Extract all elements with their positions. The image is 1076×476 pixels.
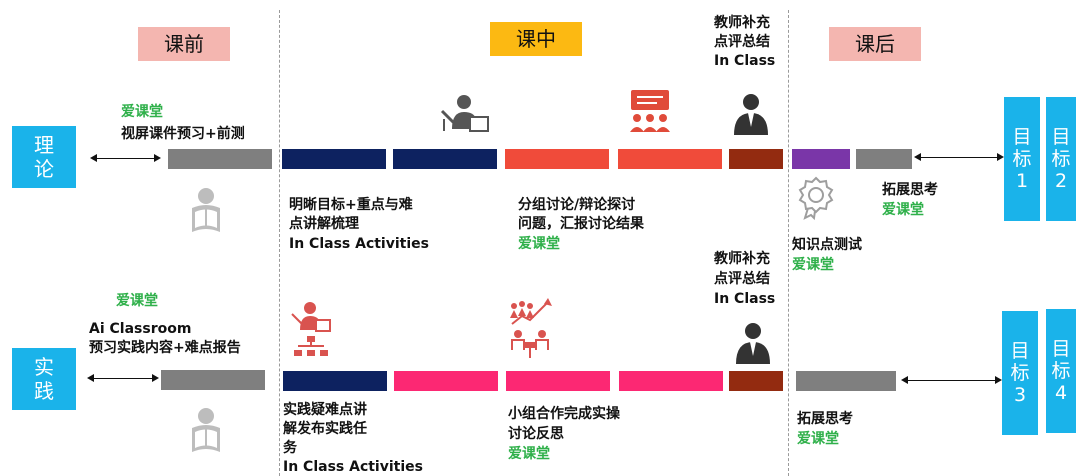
theory-lecture-line-3: In Class Activities xyxy=(289,236,429,252)
theory-expand-platform: 爱课堂 xyxy=(882,202,924,218)
practice-group-line-2: 讨论反思 xyxy=(508,426,564,442)
practice-pre-line-1: Ai Classroom xyxy=(89,321,192,337)
goal-4-char-1: 目 xyxy=(1051,338,1071,360)
theory-expand-text: 拓展思考 xyxy=(882,182,938,198)
teacher-org-chart-icon xyxy=(291,302,331,356)
practice-side-label: 实践 xyxy=(12,348,76,410)
practice-teacher-line-1: 教师补充 xyxy=(714,251,770,267)
phase-after-class: 课后 xyxy=(829,27,921,61)
teacher-icon xyxy=(736,323,770,364)
reading-person-icon xyxy=(192,188,220,232)
practice-bar-preview xyxy=(161,370,265,390)
theory-side-text: 理论 xyxy=(34,133,54,181)
theory-teacher-line-2: 点评总结 xyxy=(714,34,770,50)
practice-teacher-line-2: 点评总结 xyxy=(714,271,770,287)
practice-expand-text: 拓展思考 xyxy=(797,411,853,427)
theory-bar-preview xyxy=(168,149,272,169)
practice-bar-group-2 xyxy=(506,371,610,391)
goal-1-char-2: 标 xyxy=(1012,148,1032,170)
theory-quiz-platform: 爱课堂 xyxy=(792,257,834,273)
goal-4: 目 标 4 xyxy=(1046,309,1076,433)
goal-1-char-1: 目 xyxy=(1012,126,1032,148)
goal-2: 目 标 2 xyxy=(1046,97,1076,221)
theory-bar-lecture-2 xyxy=(393,149,497,169)
theory-bar-lecture-1 xyxy=(282,149,386,169)
reading-person-icon xyxy=(192,408,220,452)
theory-lecture-line-1: 明晰目标+重点与难 xyxy=(289,197,413,213)
goal-3-char-3: 3 xyxy=(1013,384,1027,406)
theory-discuss-line-1: 分组讨论/辩论探讨 xyxy=(518,197,636,213)
goal-2-char-2: 标 xyxy=(1051,148,1071,170)
divider-before-during xyxy=(279,10,280,476)
teacher-board-icon xyxy=(440,95,489,132)
practice-bar-lecture xyxy=(283,371,387,391)
practice-pre-platform: 爱课堂 xyxy=(116,293,158,309)
goal-3-char-2: 标 xyxy=(1010,362,1030,384)
phase-in-class: 课中 xyxy=(490,22,582,56)
practice-goal-arrow xyxy=(901,376,1002,384)
goal-1: 目 标 1 xyxy=(1004,97,1040,221)
practice-lecture-line-2: 解发布实践任 xyxy=(283,421,367,437)
theory-pre-text: 视屏课件预习+前测 xyxy=(121,126,245,142)
practice-group-platform: 爱课堂 xyxy=(508,446,550,462)
practice-teacher-line-3: In Class xyxy=(714,291,776,307)
goal-4-char-2: 标 xyxy=(1051,360,1071,382)
phase-before-class: 课前 xyxy=(138,27,230,61)
theory-goal-arrow xyxy=(914,153,1004,161)
theory-side-label: 理论 xyxy=(12,126,76,188)
theory-bar-discuss-1 xyxy=(505,149,609,169)
practice-lecture-line-4: In Class Activities xyxy=(283,459,423,475)
theory-teacher-line-1: 教师补充 xyxy=(714,15,770,31)
teacher-icon xyxy=(734,94,768,135)
award-badge-icon xyxy=(798,176,834,221)
goal-2-char-1: 目 xyxy=(1051,126,1071,148)
practice-bar-teacher xyxy=(729,371,783,391)
goal-3-char-1: 目 xyxy=(1010,340,1030,362)
practice-bar-group-1 xyxy=(394,371,498,391)
practice-bar-group-3 xyxy=(619,371,723,391)
teamwork-growth-icon xyxy=(510,298,552,358)
theory-pre-platform: 爱课堂 xyxy=(121,104,163,120)
practice-side-text: 实践 xyxy=(34,355,54,403)
theory-bar-teacher xyxy=(729,149,783,169)
theory-discuss-line-2: 问题，汇报讨论结果 xyxy=(518,216,644,232)
goal-1-char-3: 1 xyxy=(1015,170,1029,192)
practice-lecture-line-3: 务 xyxy=(283,440,297,456)
practice-pre-line-2: 预习实践内容+难点报告 xyxy=(89,340,241,356)
practice-double-arrow xyxy=(87,374,159,382)
theory-double-arrow xyxy=(90,154,161,162)
practice-lecture-line-1: 实践疑难点讲 xyxy=(283,402,367,418)
theory-bar-quiz xyxy=(792,149,850,169)
theory-teacher-line-3: In Class xyxy=(714,53,776,69)
practice-group-line-1: 小组合作完成实操 xyxy=(508,406,620,422)
presentation-group-icon xyxy=(630,90,670,132)
theory-bar-expand xyxy=(856,149,912,169)
practice-bar-expand xyxy=(796,371,896,391)
goal-4-char-3: 4 xyxy=(1054,382,1068,404)
theory-lecture-line-2: 点讲解梳理 xyxy=(289,216,359,232)
theory-quiz-text: 知识点测试 xyxy=(792,237,862,253)
divider-during-after xyxy=(788,10,789,476)
theory-discuss-platform: 爱课堂 xyxy=(518,236,560,252)
practice-expand-platform: 爱课堂 xyxy=(797,431,839,447)
goal-3: 目 标 3 xyxy=(1002,311,1038,435)
goal-2-char-3: 2 xyxy=(1054,170,1068,192)
theory-bar-discuss-2 xyxy=(618,149,722,169)
